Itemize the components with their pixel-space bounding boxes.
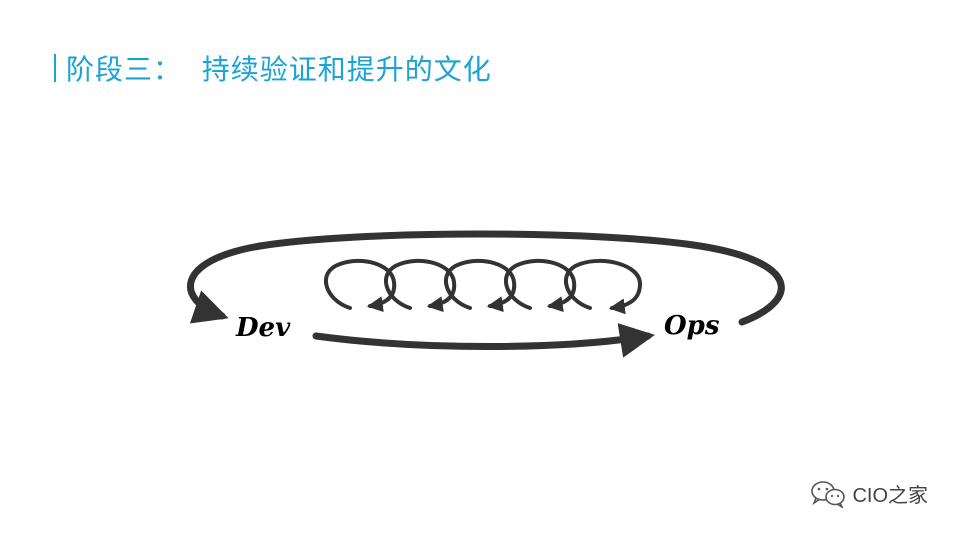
inner-loop-arrow	[384, 258, 457, 313]
inner-loop-arrow	[324, 258, 397, 313]
outer-feedback-arrow	[187, 230, 785, 326]
inner-loop-arrow	[504, 258, 577, 313]
wechat-icon	[811, 480, 846, 508]
title-row: 阶段三： 持续验证和提升的文化	[54, 46, 492, 90]
inner-loop-arrow	[444, 258, 517, 313]
watermark: CIO之家	[810, 479, 928, 508]
dev-label: Dev	[235, 313, 291, 343]
title-accent-bar	[54, 54, 56, 82]
page-title: 阶段三： 持续验证和提升的文化	[66, 53, 492, 86]
watermark-text: CIO之家	[852, 485, 928, 507]
ops-label: Ops	[664, 311, 720, 341]
inner-loops	[324, 258, 643, 315]
dev-to-ops-arrow	[312, 323, 655, 358]
inner-loop-arrow	[564, 259, 643, 315]
